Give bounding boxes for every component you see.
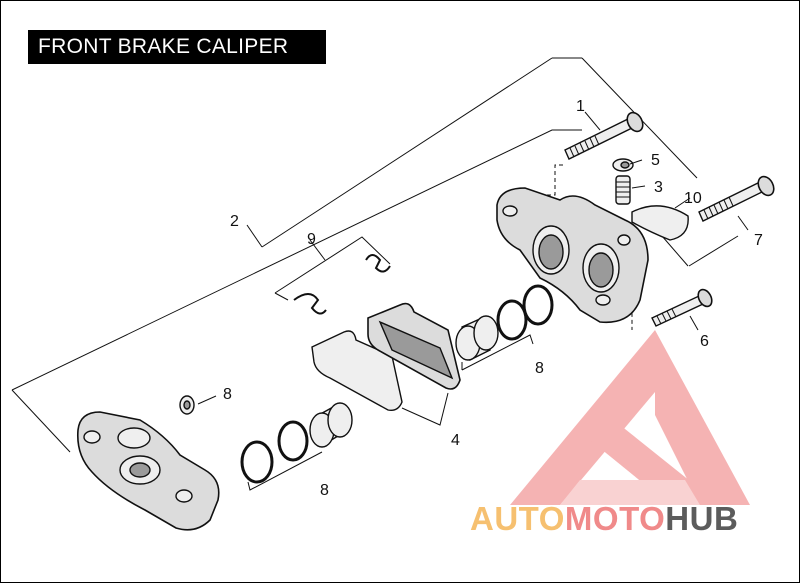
callout-6: 6 [700,333,709,350]
watermark-triangle-right [655,330,750,505]
callout-3: 3 [654,179,663,196]
dust-boot [631,205,689,241]
page-title: FRONT BRAKE CALIPER [28,30,326,64]
caliper-housing-inboard [76,411,220,531]
piston-seal-set-upper [455,284,554,362]
callout-10: 10 [684,190,702,207]
group-bracket-8-lower [247,451,323,491]
spring-clips [293,254,391,315]
watermark-text-auto: AUTO [470,500,565,537]
callout-7: 7 [754,232,763,249]
callout-1: 1 [576,98,585,115]
callout-8-lower: 8 [320,482,329,499]
bolt-right [698,175,775,222]
callout-5: 5 [651,152,660,169]
group-bracket-4 [401,392,449,426]
piston-seal-set-lower [240,402,353,484]
bolt-upper [564,111,644,160]
callout-8-nut: 8 [223,386,232,403]
watermark-triangle-left [510,330,655,505]
watermark-text: AUTOMOTOHUB [470,500,738,538]
small-nut [179,395,195,415]
callout-8-upper: 8 [535,360,544,377]
watermark-text-hub: HUB [665,500,739,537]
watermark-base [560,480,700,505]
bolt-lower [651,288,713,327]
bleeder-valve [615,175,631,205]
group-bracket-9 [274,236,391,301]
group-bracket-8-upper [461,334,534,371]
watermark-text-moto: MOTO [564,500,666,537]
leader-lines [197,111,749,405]
callout-4: 4 [451,432,460,449]
callout-2: 2 [230,213,239,230]
bleeder-cap [612,158,634,172]
callout-9: 9 [307,231,316,248]
caliper-housing-outboard [496,187,649,324]
brake-pads [311,302,461,412]
watermark-logo [510,330,750,505]
